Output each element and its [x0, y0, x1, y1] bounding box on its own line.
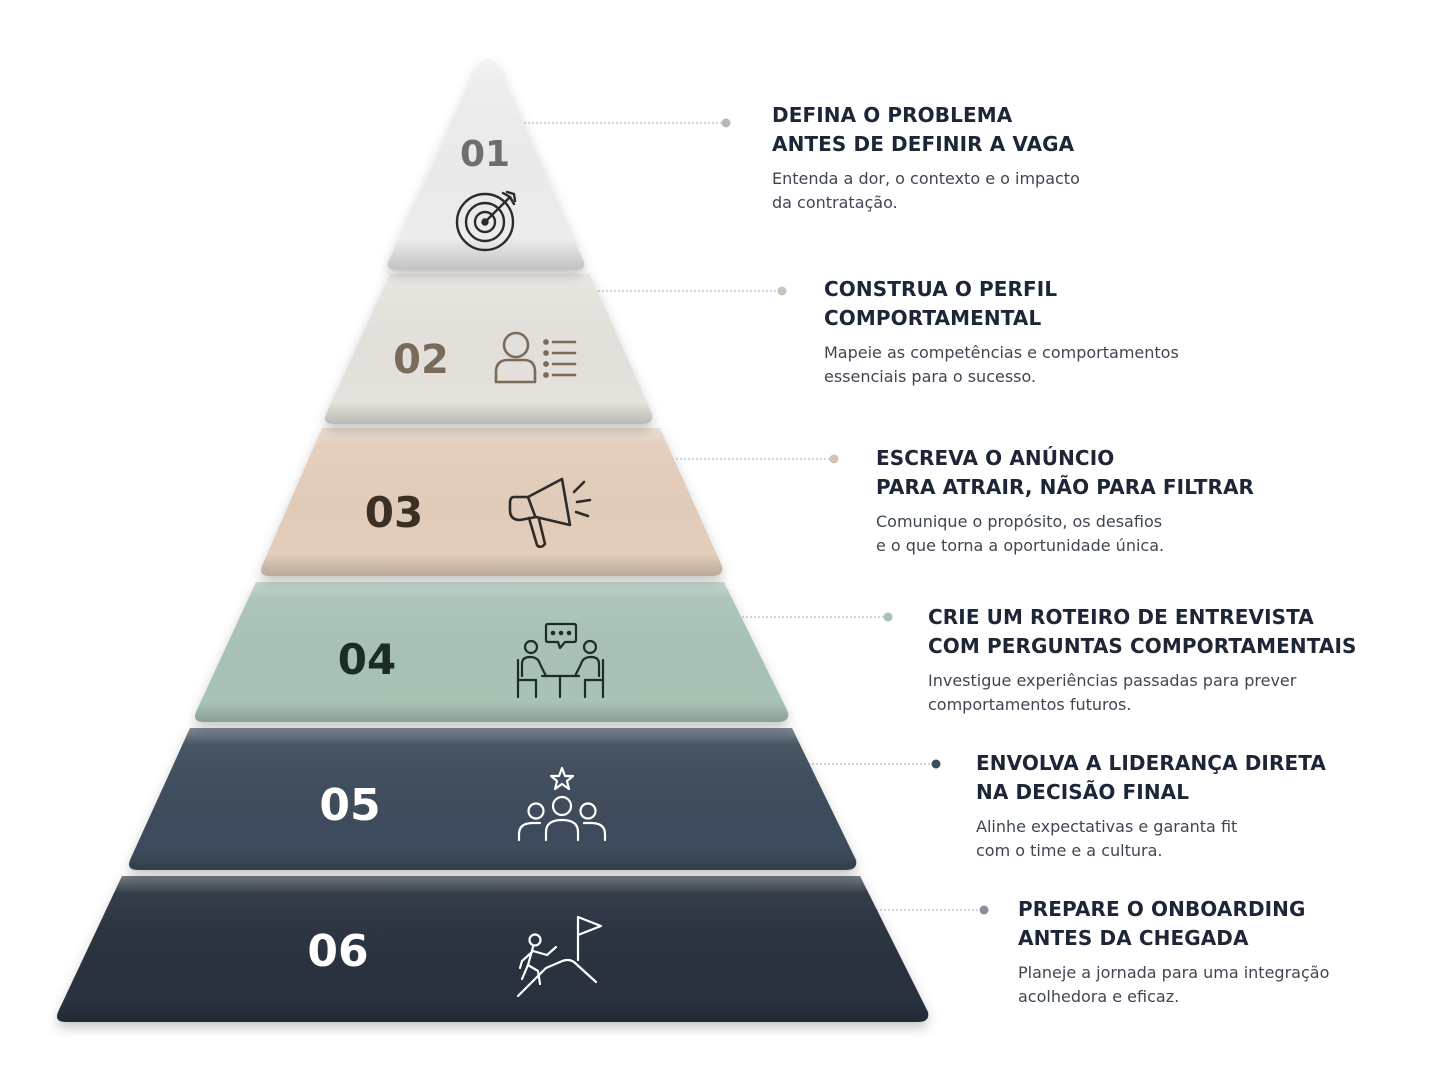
connector-dot-06	[979, 905, 989, 915]
step-01-text: DEFINA O PROBLEMA ANTES DE DEFINIR A VAG…	[772, 101, 1202, 215]
interview-icon	[516, 622, 605, 699]
step-01-title: DEFINA O PROBLEMA ANTES DE DEFINIR A VAG…	[772, 103, 1075, 156]
tier-number-03: 03	[365, 488, 423, 537]
pyramid-tier-03	[261, 428, 723, 576]
tier-number-02: 02	[393, 337, 449, 383]
step-06-text: PREPARE O ONBOARDING ANTES DA CHEGADA Pl…	[1018, 895, 1448, 1009]
step-04-title: CRIE UM ROTEIRO DE ENTREVISTA COM PERGUN…	[928, 605, 1357, 658]
step-06-description: Planeje a jornada para uma integração ac…	[1018, 963, 1330, 1006]
connector-dot-05	[931, 759, 941, 769]
tier-number-01: 01	[460, 134, 510, 175]
step-03-text: ESCREVA O ANÚNCIO PARA ATRAIR, NÃO PARA …	[876, 444, 1306, 558]
megaphone-icon	[508, 477, 592, 549]
step-03-title: ESCREVA O ANÚNCIO PARA ATRAIR, NÃO PARA …	[876, 446, 1255, 499]
step-04-text: CRIE UM ROTEIRO DE ENTREVISTA COM PERGUN…	[928, 603, 1428, 717]
step-01-description: Entenda a dor, o contexto e o impacto da…	[772, 169, 1080, 212]
tier-number-04: 04	[338, 635, 396, 684]
pyramid-tier-06	[57, 876, 929, 1022]
pyramid-tier-01	[387, 59, 585, 270]
step-03-description: Comunique o propósito, os desafios e o q…	[876, 512, 1165, 555]
connector-dot-01	[721, 118, 731, 128]
pyramid-tier-05	[129, 728, 857, 870]
tier-number-06: 06	[307, 926, 368, 977]
team-leader-icon	[517, 766, 607, 842]
target-icon	[455, 190, 517, 252]
step-05-title: ENVOLVA A LIDERANÇA DIRETA NA DECISÃO FI…	[976, 751, 1326, 804]
step-02-description: Mapeie as competências e comportamentos …	[824, 343, 1179, 386]
climb-flag-icon	[516, 915, 603, 998]
profile-list-icon	[494, 331, 577, 384]
step-05-text: ENVOLVA A LIDERANÇA DIRETA NA DECISÃO FI…	[976, 749, 1406, 863]
connector-dot-04	[883, 612, 893, 622]
connector-dot-03	[829, 454, 839, 464]
step-06-title: PREPARE O ONBOARDING ANTES DA CHEGADA	[1018, 897, 1306, 950]
pyramid-tier-04	[195, 582, 789, 722]
connector-dot-02	[777, 286, 787, 296]
connector-lines	[520, 122, 984, 911]
step-02-text: CONSTRUA O PERFIL COMPORTAMENTAL Mapeie …	[824, 275, 1254, 389]
step-05-description: Alinhe expectativas e garanta fit com o …	[976, 817, 1238, 860]
connector-dots	[721, 118, 989, 915]
pyramid-tier-02	[325, 274, 653, 424]
tier-number-05: 05	[319, 780, 380, 831]
step-04-description: Investigue experiências passadas para pr…	[928, 671, 1297, 714]
step-02-title: CONSTRUA O PERFIL COMPORTAMENTAL	[824, 277, 1058, 330]
